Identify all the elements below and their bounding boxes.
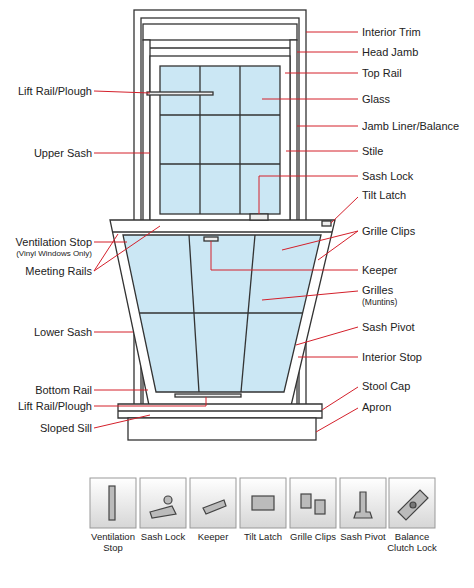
icon-caption: Grille Clips [286,532,340,543]
icon-caption: Tilt Latch [236,532,290,543]
part-label: Grille Clips [362,225,472,238]
part-label: Tilt Latch [362,189,472,202]
part-label: Glass [362,93,472,106]
part-label: Ventilation Stop [0,236,92,249]
icon-caption: Keeper [186,532,240,543]
part-label: Sash Pivot [362,321,472,334]
part-label: Head Jamb [362,46,472,59]
part-label: (Muntins) [362,298,472,308]
part-label: Lift Rail/Plough [0,85,92,98]
part-label: Stile [362,145,472,158]
part-label: Jamb Liner/Balance [362,120,472,133]
part-label: Grilles [362,284,472,297]
part-label: Lift Rail/Plough [0,400,92,413]
part-label: Stool Cap [362,380,472,393]
part-label: Bottom Rail [0,384,92,397]
icon-caption: Ventilation Stop [86,532,140,554]
part-label: Sloped Sill [0,422,92,435]
part-label: Meeting Rails [0,265,92,278]
part-label: Apron [362,401,472,414]
part-label: Top Rail [362,67,472,80]
part-label: Sash Lock [362,170,472,183]
part-label: Upper Sash [0,147,92,160]
part-label: (Vinyl Windows Only) [0,249,92,258]
part-label: Keeper [362,264,472,277]
icon-caption: Sash Lock [136,532,190,543]
icon-caption: Sash Pivot [336,532,390,543]
part-label: Interior Trim [362,26,472,39]
part-label: Lower Sash [0,326,92,339]
icon-caption: Balance Clutch Lock [385,532,439,554]
part-label: Interior Stop [362,351,472,364]
